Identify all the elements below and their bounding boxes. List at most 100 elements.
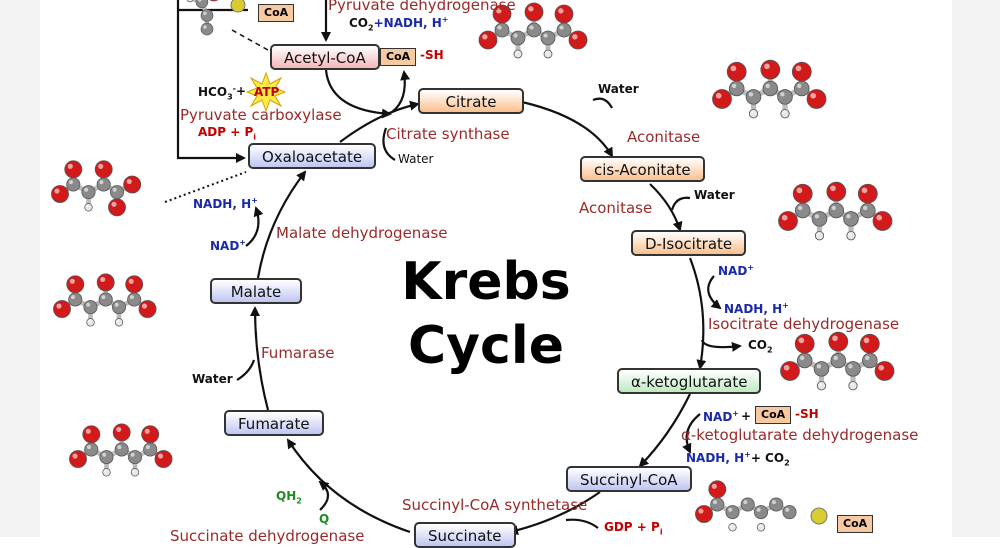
atp-starburst-icon: ATP bbox=[245, 71, 287, 113]
node-succinyl-coa[interactable]: Succinyl-CoA bbox=[566, 466, 692, 492]
cycle-arrows bbox=[164, 0, 742, 535]
arrow-malate-nad bbox=[245, 206, 264, 247]
arrow-succinylcoa-succinate bbox=[508, 491, 601, 535]
molecule-icon bbox=[478, 2, 588, 59]
arrow-akg-succinylcoa bbox=[638, 393, 691, 468]
arrow-water-aconitase2 bbox=[670, 196, 691, 211]
arrow-water-aconitase bbox=[592, 97, 613, 109]
node-acetyl-coa[interactable]: Acetyl-CoA bbox=[270, 44, 380, 70]
arrow-q bbox=[318, 480, 330, 511]
molecule-icon bbox=[51, 160, 142, 217]
cofactor-hco3: HCO3- bbox=[198, 84, 236, 102]
enzyme-pyruvate-carboxylase: Pyruvate carboxylase bbox=[180, 106, 342, 124]
water-citrate: Water bbox=[398, 152, 434, 166]
arrow-acetylcoa-citrate bbox=[324, 69, 392, 119]
coa-box-succinyl: CoA bbox=[837, 515, 874, 533]
node-cis-aconitate[interactable]: cis-Aconitate bbox=[580, 156, 705, 182]
cofactor-co2-iso: CO2 bbox=[748, 338, 773, 355]
sh-label-acetyl: -SH bbox=[420, 48, 444, 62]
nad-malate-label: NAD bbox=[210, 239, 240, 253]
co2-akg-label: + CO bbox=[750, 451, 785, 465]
coa-box-akg: CoA bbox=[755, 406, 792, 424]
node-fumarate[interactable]: Fumarate bbox=[224, 410, 324, 436]
cofactor-plus-akg: + bbox=[741, 409, 752, 423]
arrow-gdp bbox=[565, 518, 599, 529]
arrow-pyruvate-carboxylase bbox=[176, 0, 246, 163]
arrow-citrate-cisaconitate bbox=[521, 100, 614, 158]
molecule-icon bbox=[695, 480, 797, 532]
enzyme-citrate-synthase: Citrate synthase bbox=[386, 125, 510, 143]
enzyme-fumarase: Fumarase bbox=[261, 344, 335, 362]
molecule-icon bbox=[186, 0, 219, 36]
cofactor-plus-atp: + bbox=[236, 84, 247, 98]
gdp-label: GDP + P bbox=[604, 520, 660, 534]
arrow-oxaloacetate-citrate bbox=[339, 100, 420, 143]
co2-iso-label: CO bbox=[748, 338, 768, 352]
cofactor-nadh-iso: NADH, H+ bbox=[724, 301, 789, 316]
cofactor-gdp-pi: GDP + Pi bbox=[604, 520, 663, 537]
arrow-fumarate-malate bbox=[250, 306, 270, 411]
arrow-water-fumarase bbox=[236, 359, 256, 381]
coa-box-acetyl: CoA bbox=[380, 48, 417, 66]
nadh-iso-label: NADH, H bbox=[724, 302, 783, 316]
water-fumarase: Water bbox=[192, 372, 233, 386]
sulfur-atom-icon bbox=[810, 507, 828, 525]
cofactor-adp-pi: ADP + Pi bbox=[198, 125, 256, 142]
cofactor-nad-akg: NAD+ bbox=[703, 409, 739, 424]
arrow-cisaconitate-isocitrate bbox=[649, 183, 683, 232]
title-line-1: Krebs bbox=[401, 252, 571, 312]
enzyme-succinyl-coa-synthetase: Succinyl-CoA synthetase bbox=[402, 496, 588, 514]
title-line-2: Cycle bbox=[408, 316, 564, 376]
enzyme-malate-dehydrogenase: Malate dehydrogenase bbox=[276, 224, 448, 242]
node-malate[interactable]: Malate bbox=[210, 278, 302, 304]
arrow-nadh-akg bbox=[682, 413, 701, 454]
molecule-icon bbox=[778, 181, 893, 241]
arrow-isocitrate-akg bbox=[688, 257, 707, 370]
nadh-label: +NADH, H bbox=[373, 16, 442, 30]
diagram-title: Krebs Cycle bbox=[388, 250, 584, 378]
dashed-link-top bbox=[231, 29, 269, 51]
cofactor-nad-iso: NAD+ bbox=[718, 263, 754, 278]
cofactor-co2-nadh-pd: CO2+NADH, H+ bbox=[349, 15, 449, 33]
nadh-akg-label: NADH, H bbox=[686, 451, 745, 465]
arrow-co2-iso bbox=[700, 339, 742, 352]
nad-akg-label: NAD bbox=[703, 410, 733, 424]
hco3-label: HCO bbox=[198, 85, 228, 99]
arrow-water-citrate bbox=[382, 127, 396, 161]
nad-iso-label: NAD bbox=[718, 264, 748, 278]
nadh-malate-label: NADH, H bbox=[193, 197, 252, 211]
coa-box-top: CoA bbox=[258, 4, 295, 22]
arrow-coa-release bbox=[391, 70, 411, 113]
cofactor-nadh-malate: NADH, H+ bbox=[193, 196, 258, 211]
sulfur-atom-icon bbox=[230, 0, 246, 13]
molecules-layer bbox=[51, 0, 895, 532]
cofactor-qh2: QH2 bbox=[276, 489, 302, 506]
cofactor-q: Q bbox=[319, 512, 330, 526]
molecule-icon bbox=[53, 273, 157, 327]
node-alpha-ketoglutarate[interactable]: α-ketoglutarate bbox=[617, 368, 762, 394]
enzyme-akg-dehydrogenase: α-ketoglutarate dehydrogenase bbox=[681, 426, 919, 444]
enzyme-aconitase-1: Aconitase bbox=[627, 128, 701, 146]
enzyme-succinate-dehydrogenase: Succinate dehydrogenase bbox=[170, 527, 365, 545]
node-succinate[interactable]: Succinate bbox=[414, 522, 516, 548]
enzyme-aconitase-2: Aconitase bbox=[579, 199, 653, 217]
adp-label: ADP + P bbox=[198, 125, 254, 139]
co2-label: CO bbox=[349, 16, 369, 30]
arrow-nadh-iso bbox=[707, 275, 722, 310]
dotted-link-oxaloacetate bbox=[164, 171, 247, 203]
water-aconitase-2: Water bbox=[694, 188, 735, 202]
sh-label-akg: -SH bbox=[795, 407, 819, 421]
node-citrate[interactable]: Citrate bbox=[418, 88, 524, 114]
cofactor-nadh-akg: NADH, H++ CO2 bbox=[686, 450, 790, 468]
node-oxaloacetate[interactable]: Oxaloacetate bbox=[248, 143, 377, 169]
arrow-succinate-fumarate bbox=[286, 438, 411, 534]
enzyme-isocitrate-dehydrogenase: Isocitrate dehydrogenase bbox=[708, 315, 900, 333]
molecule-icon bbox=[712, 59, 827, 119]
water-aconitase: Water bbox=[598, 82, 639, 96]
node-d-isocitrate[interactable]: D-Isocitrate bbox=[631, 230, 747, 256]
qh2-label: QH bbox=[276, 489, 297, 503]
arrow-malate-oxaloacetate bbox=[256, 170, 307, 279]
enzyme-pyruvate-dehydrogenase: Pyruvate dehydrogenase bbox=[328, 0, 516, 14]
molecule-icon bbox=[69, 423, 173, 477]
